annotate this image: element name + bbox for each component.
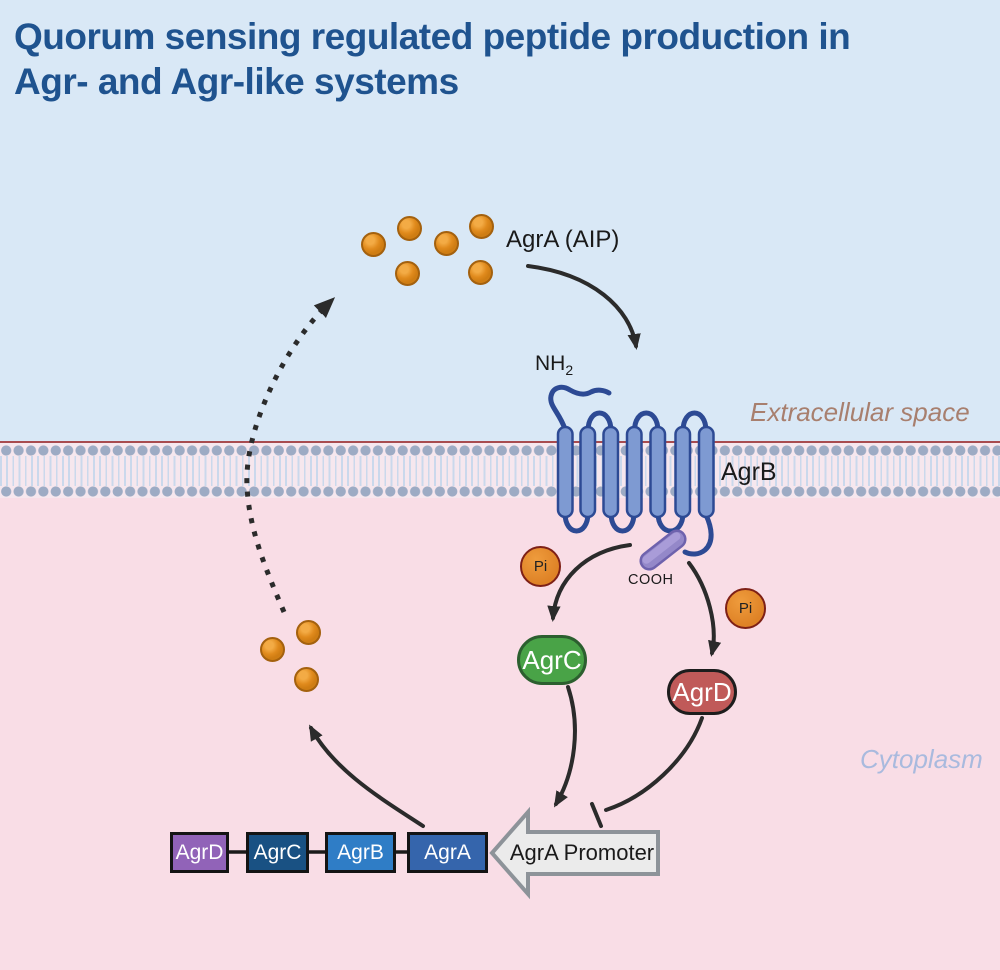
page-title: Quorum sensing regulated peptide product… — [14, 14, 974, 104]
receptor-bottom-loop — [655, 510, 686, 534]
agrb-receptor — [548, 384, 714, 557]
peptide-sphere — [296, 620, 321, 645]
helix — [674, 425, 692, 519]
promoter-arrow-shape — [489, 806, 660, 900]
n-terminus-label: NH2 — [535, 352, 573, 378]
arrow-peptide-secretion-dotted — [244, 297, 336, 613]
cterm-peptide-rod — [639, 529, 687, 571]
membrane-lipid-heads-bottom — [0, 486, 1000, 497]
receptor-top-loop — [585, 410, 614, 434]
peptide-sphere — [260, 637, 285, 662]
aip-sphere — [468, 260, 493, 285]
agrd-protein: AgrD — [667, 669, 737, 715]
arrow-receptor-to-agrc — [547, 543, 632, 622]
inhibition-agrd-to-promoter — [604, 716, 704, 812]
gene-box-agra: AgrA — [407, 832, 488, 873]
receptor-top-loop — [632, 410, 661, 434]
membrane-lipid-heads-top — [0, 445, 1000, 456]
helix — [625, 425, 643, 519]
extracellular-region — [0, 0, 1000, 442]
agrc-protein: AgrC — [517, 635, 587, 685]
receptor-bottom-loop — [608, 510, 637, 534]
helix — [579, 425, 597, 519]
cytoplasm-label: Cytoplasm — [860, 744, 983, 774]
gene-box-agrc: AgrC — [246, 832, 309, 873]
title-line-1: Quorum sensing regulated peptide product… — [14, 16, 851, 57]
gene-box-agrb: AgrB — [325, 832, 396, 873]
receptor-bottom-loop — [562, 510, 591, 534]
arrow-receptor-to-agrd — [687, 561, 722, 657]
inhibition-tbar — [590, 802, 603, 828]
helix — [697, 425, 715, 519]
c-terminus-label: COOH — [628, 572, 674, 588]
arrow-agrc-to-promoter — [553, 685, 577, 808]
receptor-c-terminus-tail — [682, 512, 714, 557]
title-line-2: Agr- and Agr-like systems — [14, 61, 459, 103]
arrow-aip-to-receptor — [526, 264, 641, 350]
aip-sphere — [361, 232, 386, 257]
nh-text: NH — [535, 352, 566, 375]
peptide-sphere — [294, 667, 319, 692]
gene-box-agrd: AgrD — [170, 832, 229, 873]
promoter-label: AgrA Promoter — [509, 840, 655, 865]
phosphate-pi-left: Pi — [520, 546, 561, 587]
aip-sphere — [469, 214, 494, 239]
aip-label: AgrA (AIP) — [506, 226, 620, 253]
receptor-name-label: AgrB — [721, 458, 777, 486]
receptor-top-loop — [680, 410, 709, 434]
receptor-n-terminus-tail — [548, 384, 612, 432]
phosphate-pi-right: Pi — [725, 588, 766, 629]
nh-subscript: 2 — [565, 362, 574, 379]
extracellular-space-label: Extracellular space — [750, 397, 970, 427]
helix — [649, 425, 667, 519]
aip-sphere — [395, 261, 420, 286]
cytoplasm-region — [0, 442, 1000, 970]
membrane-lipid-tails — [0, 456, 1000, 486]
receptor-helices — [556, 425, 715, 519]
helix — [602, 425, 620, 519]
helix — [556, 425, 574, 519]
arrow-operon-to-peptides — [309, 724, 425, 828]
aip-sphere — [434, 231, 459, 256]
cell-membrane — [0, 441, 1000, 498]
aip-sphere — [397, 216, 422, 241]
